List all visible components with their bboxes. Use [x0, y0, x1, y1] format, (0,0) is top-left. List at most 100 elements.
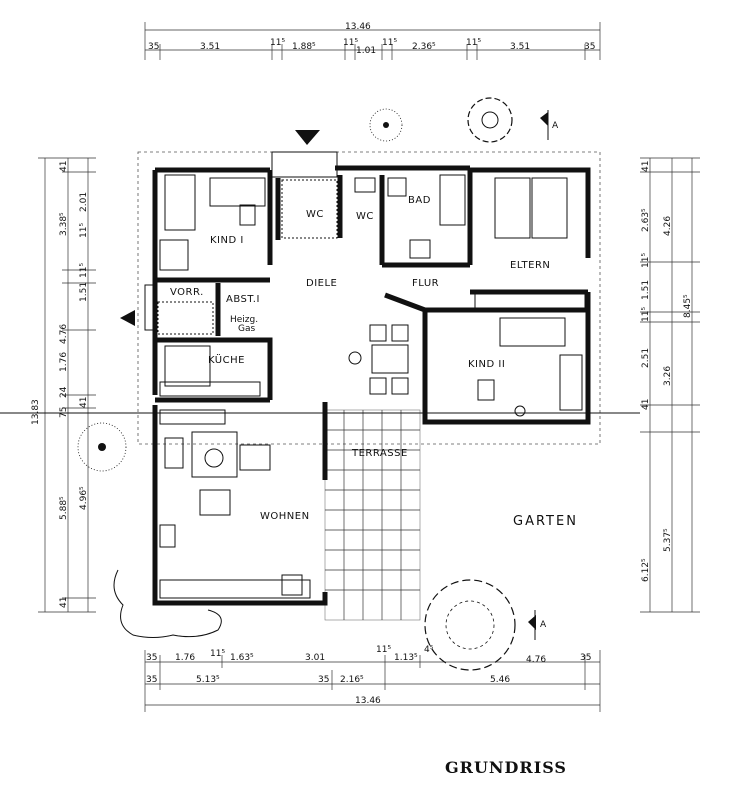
dim-label: 35 [580, 653, 591, 663]
dim-label: 3.01 [305, 653, 325, 663]
dim-label: 2.01 [79, 192, 89, 212]
room-label-bad: BAD [408, 195, 431, 206]
dim-label: 41 [641, 399, 651, 410]
room-label-garten: GARTEN [513, 514, 578, 529]
dining-chair [391, 377, 409, 395]
dim-label: 1.63⁵ [230, 653, 254, 663]
exterior-walls [152, 165, 591, 606]
dim-label: 11⁵ [343, 38, 358, 48]
dim-label: 5.37⁵ [663, 528, 673, 552]
dim-label: 2.36⁵ [412, 42, 436, 52]
dim-label: 3.26 [663, 366, 673, 386]
furniture [157, 174, 586, 599]
dim-label: 5.13⁵ [196, 675, 220, 685]
room-label-abst: ABST.I [226, 294, 260, 305]
top-total-dimension: 13.46 [345, 22, 371, 32]
interior-walls [155, 170, 588, 400]
dim-label: 41 [59, 597, 69, 608]
dim-label: 4.76 [59, 324, 69, 344]
section-mark-bottom: A [528, 610, 547, 640]
room-label-vorr: VORR. [170, 287, 204, 298]
kitchen-counter [164, 345, 211, 387]
bed-eltern-2 [531, 177, 568, 239]
shelf-wohnen [159, 579, 311, 599]
dim-label: 1.76 [59, 352, 69, 372]
dim-label: 11⁵ [210, 649, 225, 659]
dim-label: 1.88⁵ [292, 42, 316, 52]
dim-label: 4.76 [526, 655, 546, 665]
armchair [199, 489, 231, 516]
tiles-wc [281, 179, 338, 239]
dim-label: 3.51 [200, 42, 220, 52]
wardrobe-eltern [474, 293, 586, 309]
dim-label: 11⁵ [79, 263, 89, 278]
wardrobe-kind2 [559, 354, 583, 411]
room-label-gas: Gas [238, 324, 255, 334]
bed-kind1 [164, 174, 196, 231]
dim-label: 8.45⁵ [683, 294, 693, 318]
dim-label: 2.51 [641, 348, 651, 368]
room-label-terrasse: TERRASSE [351, 448, 408, 459]
section-mark-top: A [540, 110, 559, 140]
dim-label: 4.26 [663, 216, 673, 236]
dim-label: 11⁵ [270, 38, 285, 48]
right-dimension-chain: 41 2.63⁵ 11⁵ 1.51 11⁵ 2.51 41 4.26 8.45⁵… [640, 157, 700, 613]
bottom-dimension-chain: 35 1.76 11⁵ 1.63⁵ 3.01 11⁵ 1.13⁵ 4⁵ 4.76… [144, 645, 601, 712]
dim-label: 35 [148, 42, 159, 52]
dim-label: 2.16⁵ [340, 675, 364, 685]
dim-label: 3.38⁵ [59, 212, 69, 236]
dim-label: 5.46 [490, 675, 510, 685]
entrance-arrow [295, 130, 320, 145]
armchair [239, 444, 271, 471]
dining-chair [391, 324, 409, 342]
palm-icon [369, 108, 403, 142]
dim-label: 3.51 [510, 42, 530, 52]
dim-label: 1.51 [79, 282, 89, 302]
dim-label: 1.76 [175, 653, 195, 663]
armchair [164, 437, 184, 469]
left-dimension-chain: 13.83 41 2.01 11⁵ 1.51 11⁵ 1.76 24 75 4.… [31, 157, 96, 613]
dim-label: 35 [318, 675, 329, 685]
dim-label: 1.13⁵ [394, 653, 418, 663]
dim-label: 11⁵ [641, 253, 651, 268]
wc-toilet-2 [387, 177, 407, 197]
wc-toilet-1 [354, 177, 376, 193]
dining-chair [369, 377, 387, 395]
dim-label: 41 [79, 397, 89, 408]
room-label-wc: WC [306, 209, 324, 220]
room-label-kind2: KIND II [468, 359, 505, 370]
dim-label: 4⁵ [424, 645, 434, 655]
sideboard-wohnen [159, 409, 226, 425]
dim-label: 1.51 [641, 280, 651, 300]
dim-label: 2.63⁵ [641, 208, 651, 232]
svg-text:A: A [552, 121, 559, 131]
desk-kind1 [209, 177, 266, 207]
tree-icon [424, 579, 516, 671]
room-label-flur: FLUR [412, 278, 439, 289]
shrub-icon [113, 569, 222, 638]
drawing-title: GRUNDRISS [445, 758, 567, 777]
terrace-paving [324, 409, 421, 621]
dim-label: 41 [641, 161, 651, 172]
entrance-canopy [271, 151, 338, 178]
dim-label: 35 [584, 42, 595, 52]
left-total-dimension: 13.83 [31, 399, 41, 425]
bed-kind2 [499, 317, 566, 347]
tree-icon [467, 97, 513, 143]
side-entrance-step [144, 284, 158, 331]
room-label-diele: DIELE [306, 278, 337, 289]
site-boundary [137, 151, 601, 445]
room-label-wohnen: WOHNEN [260, 511, 310, 522]
dim-label: 11⁵ [382, 38, 397, 48]
top-dimension-chain: 13.46 35 3.51 11⁵ 1.88⁵ 11⁵ 1.01 11⁵ 2.3… [144, 22, 601, 60]
tiles-vorr [157, 301, 214, 335]
room-label-kueche: KÜCHE [208, 353, 245, 366]
dim-label: 11⁵ [376, 645, 391, 655]
room-label-eltern: ELTERN [510, 260, 550, 271]
dining-table [371, 344, 409, 374]
bed-eltern-1 [494, 177, 531, 239]
dim-label: 5.88⁵ [59, 496, 69, 520]
dim-label: 11⁵ [79, 223, 89, 238]
room-label-kind1: KIND I [210, 235, 244, 246]
dim-label: 6.12⁵ [641, 558, 651, 582]
